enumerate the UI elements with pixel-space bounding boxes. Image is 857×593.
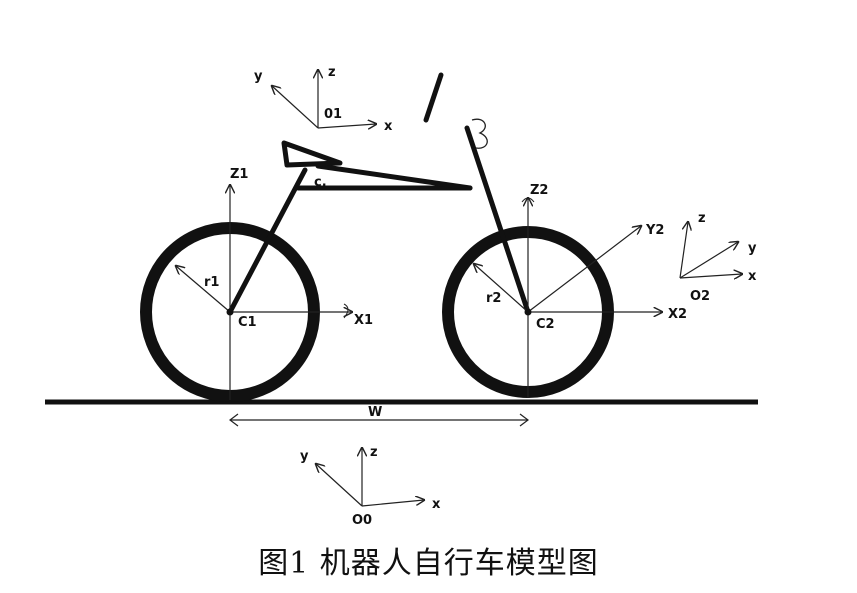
frame-o0-axes: [316, 448, 424, 507]
wheelbase-dimension: [229, 413, 529, 427]
frame-01-origin-label: 01: [324, 107, 342, 122]
c1-label: C1: [238, 315, 257, 330]
frame-o2-x-label: x: [748, 269, 757, 284]
z2-label: Z2: [530, 183, 548, 198]
frame-o2-z-label: z: [698, 211, 706, 226]
frame-o2-axes: [679, 222, 742, 278]
frame-o0-x-label: x: [432, 497, 441, 512]
w-label: W: [368, 405, 382, 420]
y2-label: Y2: [645, 223, 664, 238]
c2-label: C2: [536, 317, 555, 332]
center-of-mass-label: c.: [314, 175, 327, 190]
frame-o0-z-label: z: [370, 445, 378, 460]
r2-label: r2: [486, 291, 501, 306]
frame-o0-y-label: y: [300, 449, 309, 464]
seat: [281, 140, 343, 168]
rear-wheel-axes: [176, 185, 352, 400]
frame-01-axes: [272, 70, 376, 128]
frame-o2-origin-label: O2: [690, 289, 710, 304]
frame-o2-y-label: y: [748, 241, 757, 256]
r1-label: r1: [204, 275, 219, 290]
bicycle-frame: [227, 72, 531, 315]
frame-01-z-label: z: [328, 65, 336, 80]
figure-caption: 图1 机器人自行车模型图: [258, 546, 599, 581]
z1-label: Z1: [230, 167, 248, 182]
frame-01-y-label: y: [254, 69, 263, 84]
frame-01-x-label: x: [384, 119, 393, 134]
x2-label: X2: [668, 307, 687, 322]
frame-o0-origin-label: O0: [352, 513, 372, 528]
x1-label: X1: [354, 313, 373, 328]
steering-rotation-icon: [471, 118, 488, 149]
front-wheel-axes: [474, 198, 662, 398]
